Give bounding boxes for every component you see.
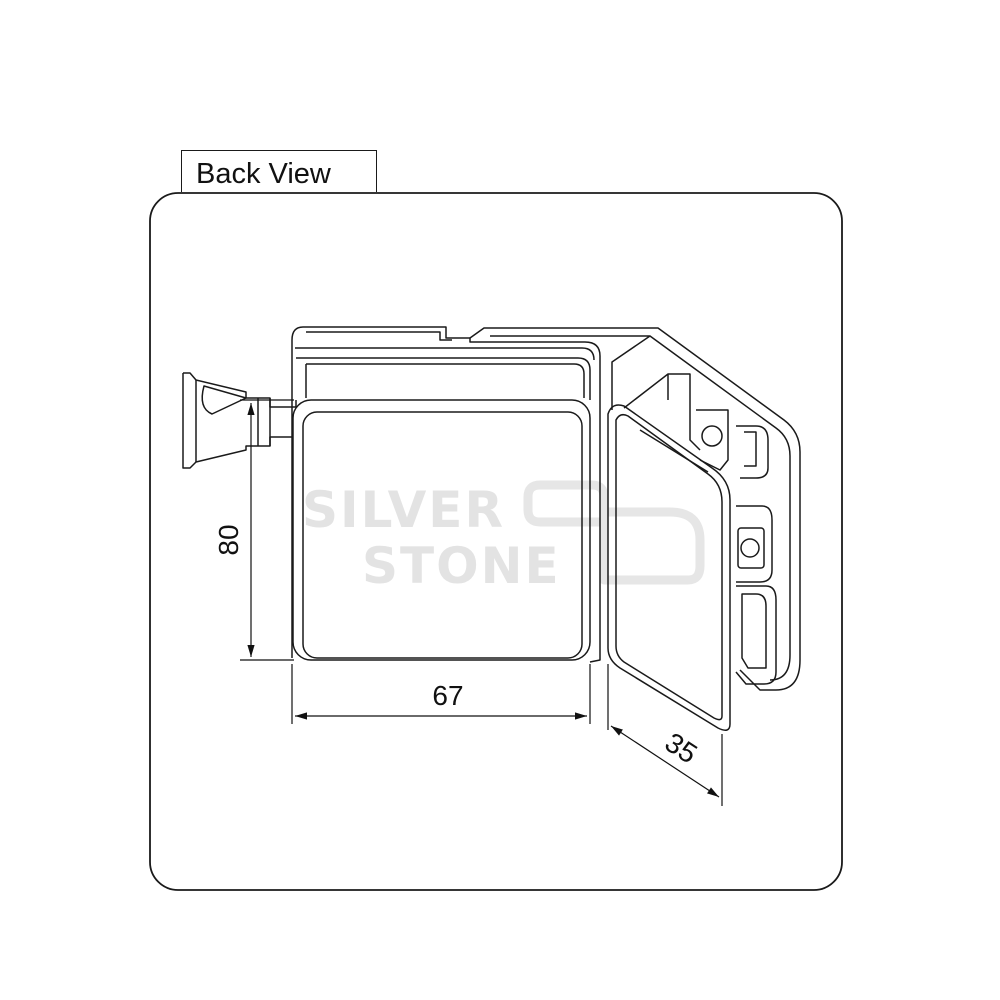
left-body-outline — [291, 326, 601, 663]
upper-slot — [623, 373, 701, 451]
dimension-height — [240, 399, 294, 661]
dimension-depth — [607, 664, 723, 806]
right-body-outline — [469, 327, 801, 691]
view-title-tab: Back View — [181, 150, 377, 192]
upper-rail — [296, 357, 591, 400]
depth-label: 35 — [660, 727, 703, 770]
watermark: SILVER STONE — [302, 480, 705, 595]
lower-slot — [735, 585, 777, 685]
front-plate — [292, 399, 591, 661]
side-plate — [607, 404, 731, 731]
watermark-line2: STONE — [362, 537, 561, 595]
watermark-line1: SILVER — [302, 481, 505, 539]
view-title: Back View — [196, 158, 331, 190]
view-frame — [149, 192, 843, 891]
dimension-width — [291, 664, 591, 724]
hinge-assembly — [182, 326, 801, 731]
lock-knob-icon — [182, 372, 297, 469]
height-label: 80 — [213, 524, 244, 555]
middle-slot — [736, 505, 773, 583]
width-label: 67 — [432, 680, 463, 711]
